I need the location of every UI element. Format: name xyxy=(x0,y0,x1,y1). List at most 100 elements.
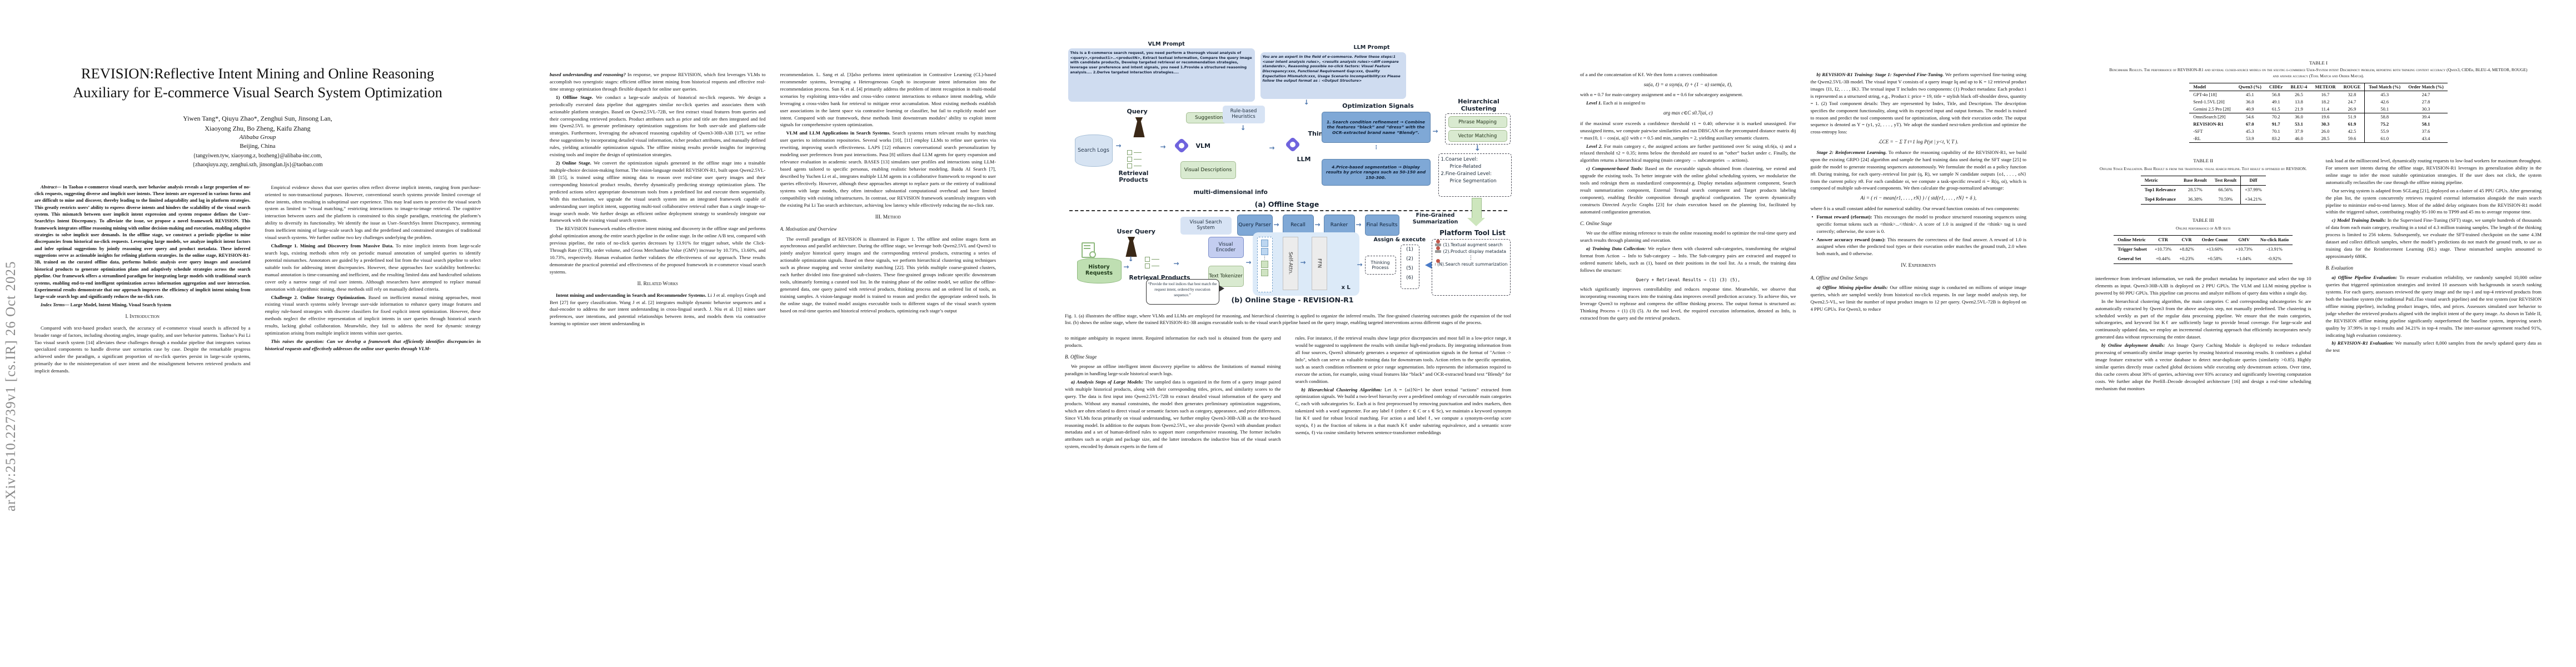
figure-caption: Fig. 1. (a) illustrates the offline stag… xyxy=(1065,313,1511,326)
paragraph: Compared with text-based product search,… xyxy=(34,325,251,374)
paragraph-lead: b) REVISION-R1 Training: Stage 1: Superv… xyxy=(1816,72,1945,77)
table-cell: 50.1 xyxy=(2364,106,2405,113)
table-cell: 39.4 xyxy=(2421,115,2430,120)
hierarchical-clustering-title: Heirarchical Clustering xyxy=(1458,98,1499,113)
section-heading: C. Online Stage xyxy=(1580,220,1612,226)
paragraph: The overall paradigm of REVISION is illu… xyxy=(780,236,996,313)
paragraph: rules. For instance, if the retrieval re… xyxy=(1295,335,1512,384)
table-cell: 37.6 xyxy=(2421,129,2430,134)
paragraph-lead: a) Offline Mining pipeline details: xyxy=(1816,285,1890,291)
arrow-icon: → xyxy=(1269,144,1275,152)
paragraph: based understanding and reasoning? In re… xyxy=(550,72,766,92)
figure-1: VLM Prompt This is a E-commerce search r… xyxy=(1065,41,1512,308)
table-cell: 67.0 xyxy=(2245,122,2254,127)
table-cell: +0.44% xyxy=(2155,256,2171,261)
table-cell: +1.04% xyxy=(2236,256,2251,261)
equation: Ai = ( ri − mean{r1, . . . , rN} ) / ( s… xyxy=(1860,195,1977,201)
fine-grained-arrowhead xyxy=(1467,218,1485,226)
table-cell: 32.8 xyxy=(2348,92,2356,97)
table-cell: GPT-4o [18] xyxy=(2193,92,2217,97)
table-cell: 19.6 xyxy=(2321,115,2330,120)
page1-column-1: Abstract— In Taobao e-commerce visual se… xyxy=(34,184,251,376)
table-cell: +8.82% xyxy=(2179,247,2194,252)
fine-grained-arrow xyxy=(1471,198,1482,219)
column-header: Order Count xyxy=(2198,235,2232,246)
table-cell: 16.7 xyxy=(2321,92,2330,97)
author-block: Yiwen Tang*, Qiuyu Zhao*, Zenghui Sun, J… xyxy=(0,113,515,133)
assign-execute-label: Assign & execute xyxy=(1373,237,1426,243)
paragraph-lead: c) Component-based Tools: xyxy=(1586,166,1645,172)
vector-matching-box: Vector Matching xyxy=(1448,130,1507,142)
table-cell: 24.7 xyxy=(2421,92,2430,97)
table-cell: 21.9 xyxy=(2286,106,2311,113)
paragraph: which significantly improves controllabi… xyxy=(1580,286,1796,321)
table-cell: +34.21% xyxy=(2240,195,2266,205)
paragraph-lead: Level 2. xyxy=(1586,143,1605,149)
paragraph: where δ is a small constant added for nu… xyxy=(1810,205,2020,211)
equation: ℒCE = − Σ T t=1 log P(yt | y<t, V, T ). xyxy=(1878,139,1959,145)
llm-label: LLM xyxy=(1297,156,1311,163)
table-cell: 58.8 xyxy=(2364,113,2405,121)
page-3: VLM Prompt This is a E-commerce search r… xyxy=(1030,0,1546,667)
paragraph: task load at the millisecond level, dyna… xyxy=(2325,158,2542,185)
column-header: Qwen3 (%) xyxy=(2234,83,2265,91)
online-retrieval-products-icon xyxy=(1144,257,1159,270)
table-cell: 83.2 xyxy=(2271,136,2280,141)
table-cell: General Set xyxy=(2117,256,2141,261)
arrow-icon: → xyxy=(1123,263,1129,271)
paragraph: We use the offline mining reference to t… xyxy=(1580,230,1796,243)
paragraph-lead: VLM and LLM Applications in Search Syste… xyxy=(786,130,893,136)
paragraph: a) Offline Mining pipeline details: Our … xyxy=(1810,285,2027,312)
paragraph-lead: c) Model Training Details: xyxy=(2331,217,2388,223)
equation: sα(a, ℓ) = α ssyn(a, ℓ) + (1 − α) ssem(a… xyxy=(1643,81,1732,87)
column-header: Model xyxy=(2189,83,2235,91)
table-cell: -0.92% xyxy=(2268,256,2281,261)
table-cell: 45.3 xyxy=(2364,91,2405,98)
self-attn-box: Self-Attn. xyxy=(1282,237,1298,290)
table1-title: TABLE I xyxy=(2309,60,2328,66)
paragraph: Level 1. Each ai is assigned to xyxy=(1586,100,1646,106)
column-header: Diff xyxy=(2240,176,2266,186)
table-cell: 42.6 xyxy=(2364,98,2405,106)
multi-dimensional-info-label: multi-dimensional info xyxy=(1193,189,1268,196)
table1-caption: Benchmark Results. The performance of RE… xyxy=(2109,67,2528,78)
paragraph: This raises the question: Can we develop… xyxy=(265,339,481,351)
cluster-levels-box: 1.Coarse Level: Price-Related 2.Fine-Gra… xyxy=(1438,153,1512,197)
table-cell: 26.0 xyxy=(2321,129,2330,134)
table-cell: 11.4 xyxy=(2311,106,2340,113)
paragraph-lead: Answer accuracy reward (rans): xyxy=(1816,236,1887,242)
table-cell: 54.6 xyxy=(2245,115,2254,120)
paragraph: b) REVISION-R1 Training: Stage 1: Superv… xyxy=(1810,72,2027,135)
paragraph: a) Offline Pipeline Evaluation: To ensur… xyxy=(2325,275,2542,338)
recall-box: Recall xyxy=(1282,215,1314,236)
table-cell: Top4 Relevance xyxy=(2144,196,2176,202)
arrow-icon: → xyxy=(1357,261,1363,268)
table-cell: 51.9 xyxy=(2348,115,2356,120)
section-heading: A. Offline and Online Setups xyxy=(1810,275,1868,281)
column-header: Base Result xyxy=(2180,176,2211,186)
visual-descriptions-box: Visual Descriptions xyxy=(1180,161,1236,179)
email-line-1: {tangyiwen.tyw, xiaoyong.z, bozheng}@ali… xyxy=(193,152,322,159)
column-header: GMV xyxy=(2231,235,2256,246)
code-line: Query + Retrieval Results → (1) (3) (5), xyxy=(1636,277,1741,282)
paragraph: recommendation. L. Sang et al. [3]also p… xyxy=(780,72,996,128)
thinking-process-box: Thinking Process xyxy=(1364,256,1396,275)
paragraph: c) Component-based Tools: Based on the e… xyxy=(1580,166,1796,215)
table-cell: 26.9 xyxy=(2339,106,2365,113)
arrow-icon: → xyxy=(1160,143,1166,151)
ranker-box: Ranker xyxy=(1323,215,1355,236)
table-cell: 91.7 xyxy=(2271,122,2280,127)
user-query-image-icon xyxy=(1125,237,1137,257)
phrase-mapping-box: Phrase Mapping xyxy=(1448,116,1507,128)
column-header: Test Result xyxy=(2210,176,2241,186)
arrow-icon: → xyxy=(1245,258,1252,266)
ffn-box: FFN xyxy=(1311,237,1327,290)
table-cell: 43.4 xyxy=(2421,136,2430,141)
section-heading: B. Offline Stage xyxy=(1065,354,1097,360)
